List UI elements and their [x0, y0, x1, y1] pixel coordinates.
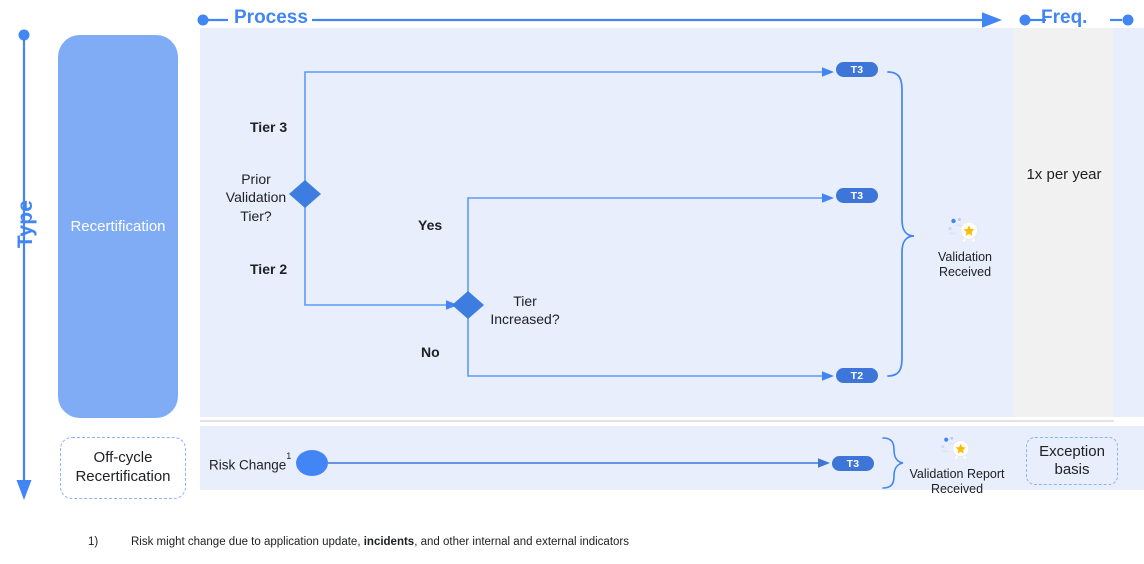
type-block-offcycle-recertification[interactable]: Off-cycle Recertification [60, 437, 186, 499]
process-panel-offcycle [200, 426, 1144, 490]
decision-diamond-tier-increased [452, 291, 484, 319]
risk-change-footnote-marker: 1 [286, 451, 292, 462]
offcycle-flow-connectors [296, 437, 904, 489]
tier-badge-bottom-label: T2 [850, 369, 864, 382]
decision-label-prior-validation-tier: Prior Validation Tier? [225, 171, 287, 224]
decision-label-tier-increased: Tier Increased? [490, 293, 560, 328]
tier-badge-t3-top[interactable]: T3 [836, 62, 878, 77]
risk-change-text: Risk Change [209, 457, 287, 473]
type-block-recertification[interactable]: Recertification [58, 35, 178, 418]
type-block-recertification-label: Recertification [70, 218, 166, 235]
process-panel-recertification [200, 28, 1144, 417]
outcome-validation-report-received-label: Validation Report Received [909, 467, 1005, 497]
tier-badge-top-label: T3 [850, 63, 864, 76]
footnote-text-bold: incidents [363, 536, 415, 548]
outcome-validation-received: Validation Received [917, 215, 1013, 281]
panel-divider [200, 420, 1114, 422]
start-node-risk-change [296, 450, 328, 476]
footnote-marker: 1) [88, 536, 99, 548]
footnote-text-before: Risk might change due to application upd… [131, 536, 364, 548]
tier-badge-offcycle-label: T3 [846, 457, 860, 470]
tier-badge-t3-middle[interactable]: T3 [836, 188, 878, 203]
outcome-validation-report-received: Validation Report Received [898, 434, 1016, 498]
award-badge-icon [941, 436, 970, 461]
process-axis-arrow [197, 12, 1002, 28]
process-axis-label: Process [234, 7, 308, 28]
frequency-value-offcycle[interactable]: Exception basis [1026, 437, 1118, 485]
frequency-column-background [1013, 28, 1113, 417]
tier-badge-t2-bottom[interactable]: T2 [836, 368, 878, 383]
branch-label-yes: Yes [418, 217, 443, 233]
frequency-value-main: 1x per year [1026, 166, 1102, 183]
freq-axis-label: Freq. [1041, 7, 1088, 28]
tier-badge-middle-label: T3 [850, 189, 864, 202]
branch-label-no: No [421, 344, 440, 360]
decision-diamond-prior-validation-tier [289, 180, 321, 208]
award-badge-icon [948, 218, 979, 244]
footnote-text-after: , and other internal and external indica… [414, 536, 630, 548]
freq-axis-arrow [1019, 14, 1134, 26]
tier-badge-t3-offcycle[interactable]: T3 [832, 456, 874, 471]
frequency-value-offcycle-label: Exception basis [1039, 442, 1105, 478]
start-node-label-risk-change: Risk Change1 [209, 451, 291, 473]
type-axis-label: Type [14, 199, 37, 249]
outcome-validation-received-label: Validation Received [938, 250, 992, 280]
branch-label-tier-3: Tier 3 [250, 119, 288, 135]
branch-label-tier-2: Tier 2 [250, 261, 288, 277]
type-axis-arrow [16, 29, 32, 500]
process-flow-connectors [289, 67, 915, 381]
type-block-offcycle-label: Off-cycle Recertification [75, 449, 171, 485]
footnote-text: Risk might change due to application upd… [131, 536, 629, 548]
